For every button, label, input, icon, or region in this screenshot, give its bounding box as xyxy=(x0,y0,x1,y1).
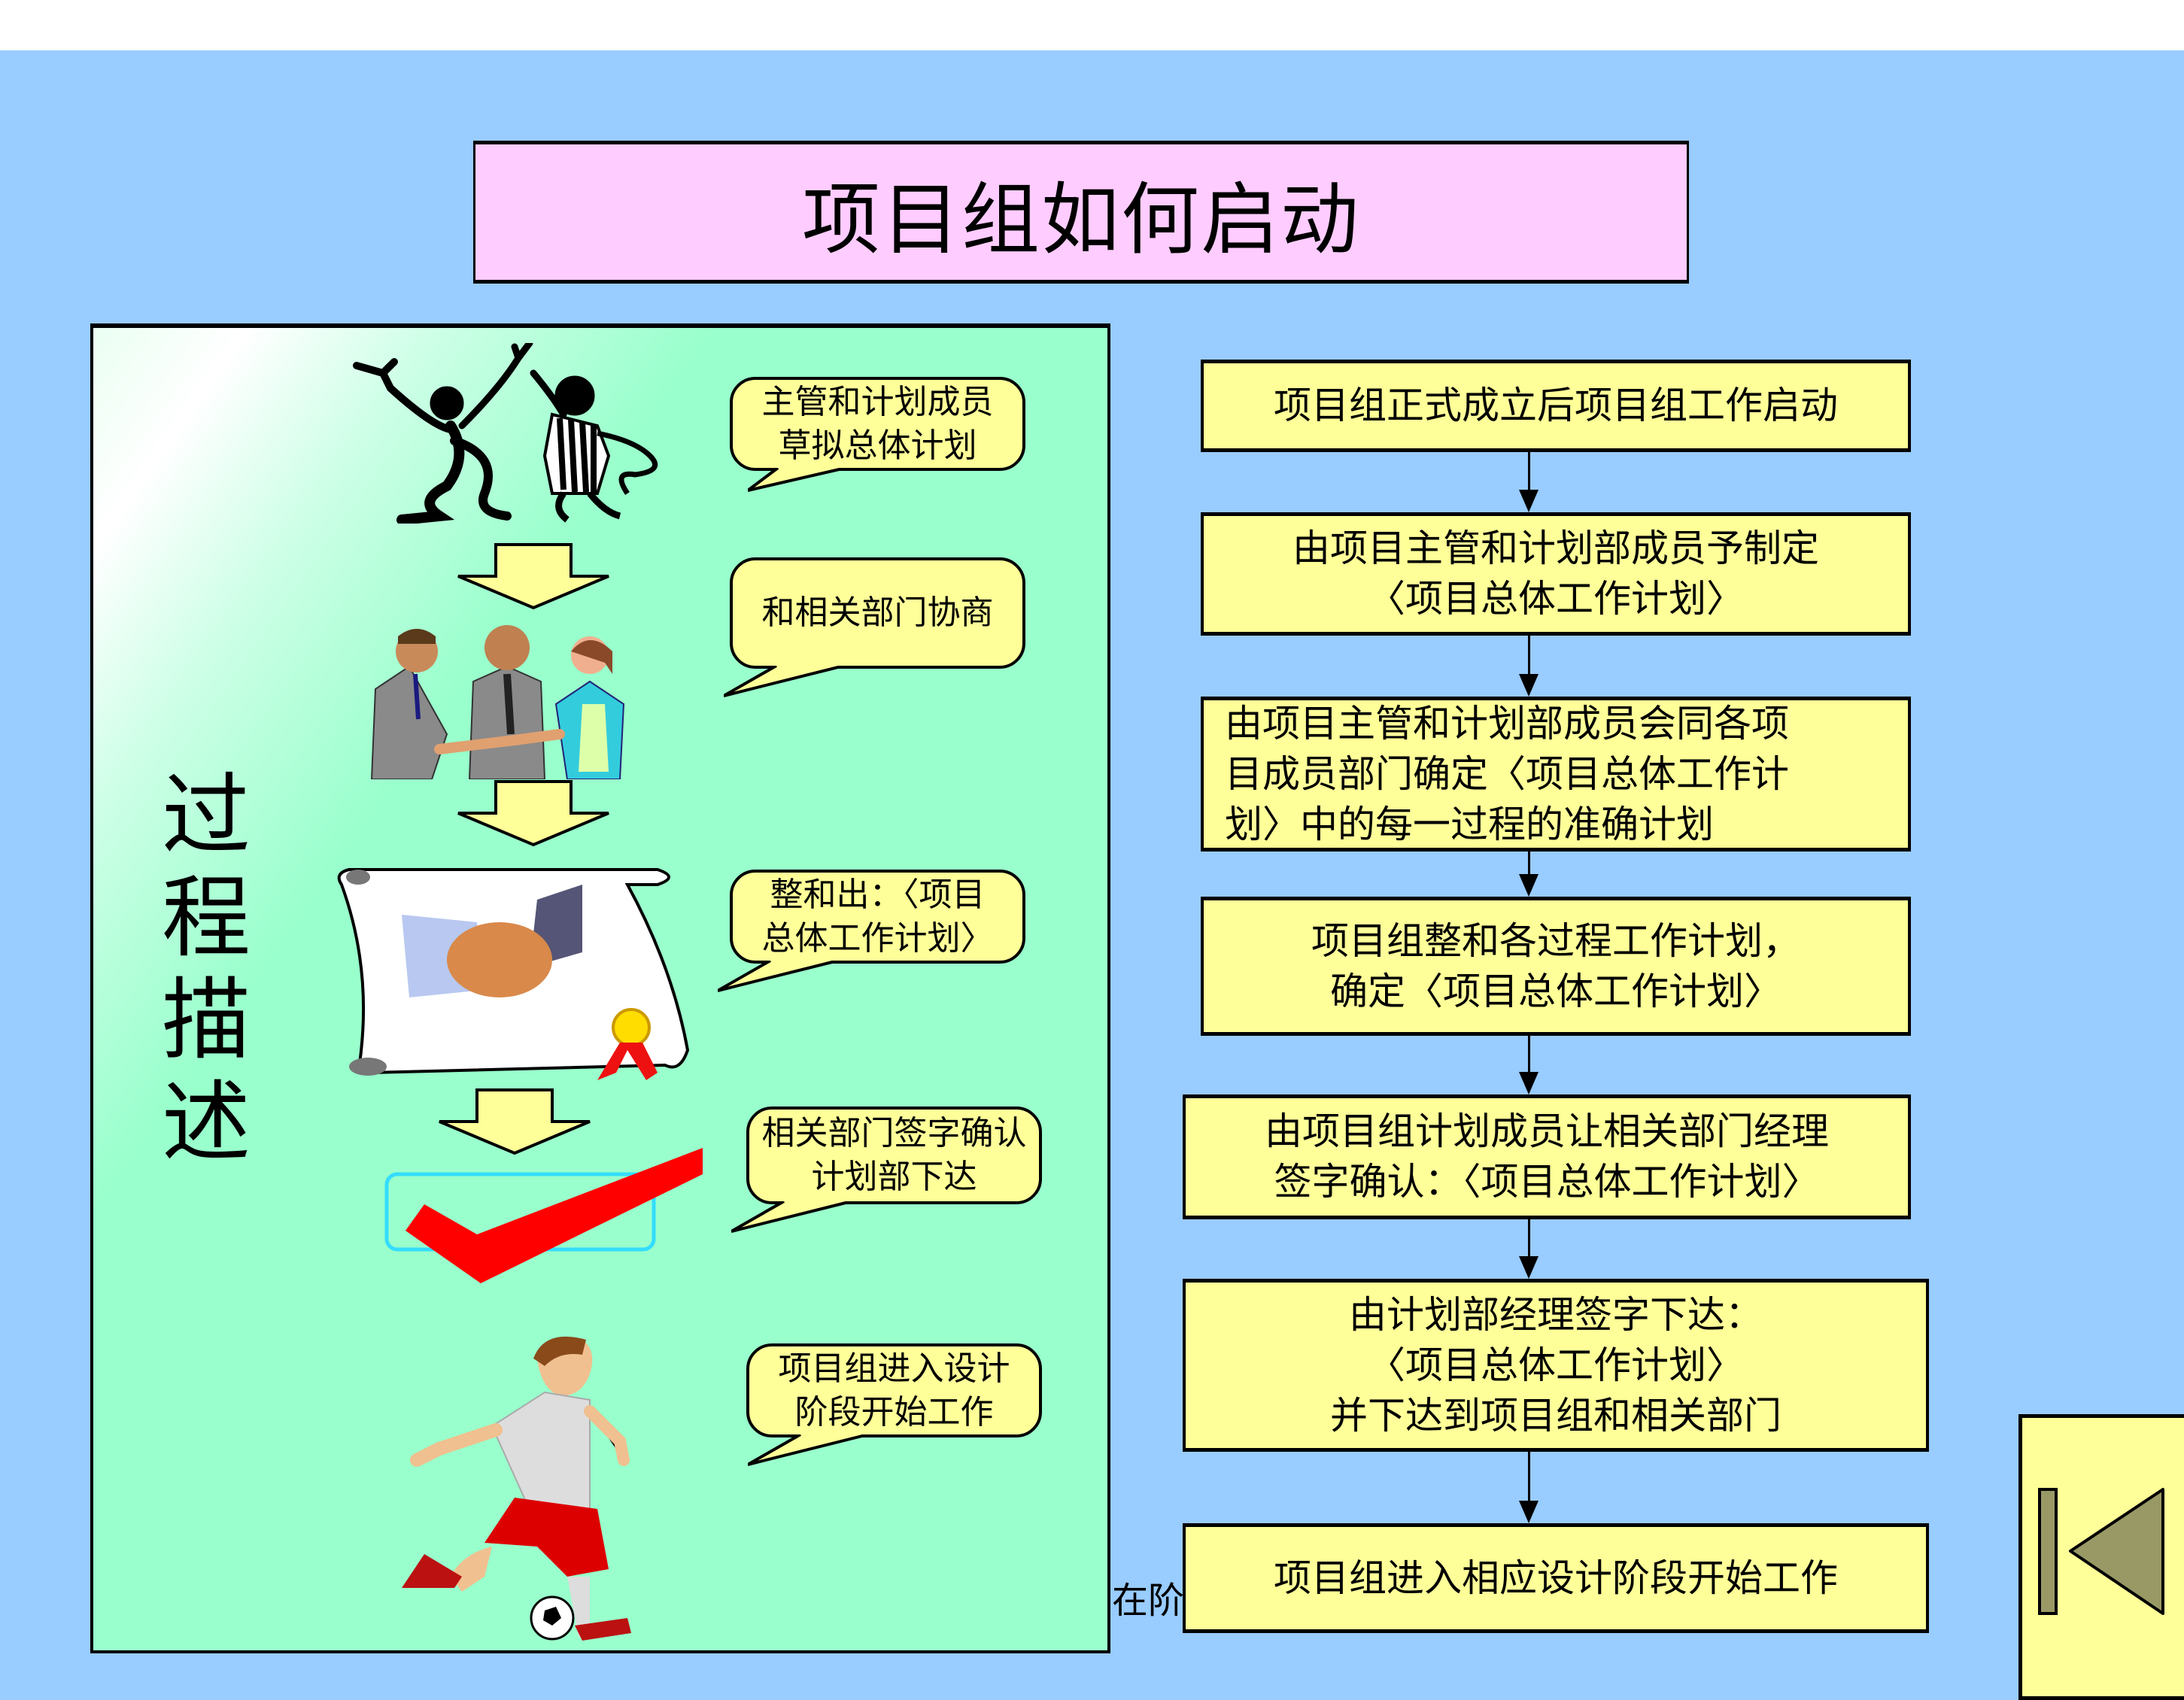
skip-to-first-icon xyxy=(2038,1488,2164,1615)
callout-tail xyxy=(731,1201,852,1233)
callout-step-3: 整和出：〈项目 总体工作计划〉 xyxy=(730,870,1025,964)
flow-connector xyxy=(1528,452,1530,491)
flow-step-text: 项目组进入相应设计阶段开始工作 xyxy=(1274,1556,1838,1600)
down-arrow-icon xyxy=(457,543,609,610)
flow-step-text: 由项目组计划成员让相关部门经理 签字确认：〈项目总体工作计划〉 xyxy=(1265,1110,1829,1204)
first-slide-button[interactable] xyxy=(2018,1414,2184,1700)
callout-tail xyxy=(748,468,846,492)
callout-text: 主管和计划成员 草拟总体计划 xyxy=(761,382,994,465)
arrow-down-icon xyxy=(1519,674,1539,697)
callout-tail xyxy=(724,666,845,697)
callout-step-2: 和相关部门协商 xyxy=(730,557,1025,669)
label-char: 述 xyxy=(161,1070,251,1174)
callout-step-5: 项目组进入设计 阶段开始工作 xyxy=(746,1343,1042,1437)
flow-connector xyxy=(1528,636,1530,675)
slide-title: 项目组如何启动 xyxy=(801,173,1360,266)
arrow-down-icon xyxy=(1519,1256,1539,1279)
flow-step-text: 由项目主管和计划部成员会同各项 目成员部门确定〈项目总体工作计 划〉中的每一过程… xyxy=(1225,701,1789,846)
slide-title-box: 项目组如何启动 xyxy=(473,141,1689,284)
flow-step-5: 由项目组计划成员让相关部门经理 签字确认：〈项目总体工作计划〉 xyxy=(1183,1094,1911,1219)
celebrating-figures-icon xyxy=(353,343,658,524)
label-char: 程 xyxy=(161,866,251,970)
down-arrow-icon xyxy=(457,780,609,847)
callout-text: 项目组进入设计 阶段开始工作 xyxy=(778,1349,1010,1431)
certificate-scroll-icon xyxy=(337,868,690,1080)
flow-step-1: 项目组正式成立后项目组工作启动 xyxy=(1201,360,1911,452)
flow-step-text: 项目组正式成立后项目组工作启动 xyxy=(1274,384,1838,427)
three-people-handshake-icon xyxy=(370,625,625,779)
flow-step-6: 由计划部经理签字下达： 〈项目总体工作计划〉 并下达到项目组和相关部门 xyxy=(1183,1279,1929,1452)
flow-connector xyxy=(1528,852,1530,876)
arrow-down-icon xyxy=(1519,490,1539,512)
label-char: 描 xyxy=(161,968,251,1072)
down-arrow-icon xyxy=(439,1088,591,1155)
flow-step-3: 由项目主管和计划部成员会同各项 目成员部门确定〈项目总体工作计 划〉中的每一过程… xyxy=(1201,697,1911,852)
callout-step-1: 主管和计划成员 草拟总体计划 xyxy=(730,377,1025,471)
flow-step-4: 项目组整和各过程工作计划， 确定〈项目总体工作计划〉 xyxy=(1201,897,1911,1036)
process-description-panel: 过 程 描 述 xyxy=(90,323,1110,1653)
callout-tail xyxy=(748,1434,869,1466)
callout-text: 和相关部门协商 xyxy=(761,593,994,632)
flow-step-text: 由计划部经理签字下达： 〈项目总体工作计划〉 并下达到项目组和相关部门 xyxy=(1330,1292,1782,1437)
flow-connector xyxy=(1528,1036,1530,1073)
flow-connector xyxy=(1528,1452,1530,1502)
flow-connector xyxy=(1528,1219,1530,1258)
clipped-text-fragment: 在阶 xyxy=(1112,1580,1185,1622)
flow-step-2: 由项目主管和计划部成员予制定 〈项目总体工作计划〉 xyxy=(1201,512,1911,636)
callout-text: 相关部门签字确认 计划部下达 xyxy=(761,1114,1027,1196)
soccer-player-icon xyxy=(402,1336,631,1641)
arrow-down-icon xyxy=(1519,874,1539,897)
callout-tail xyxy=(718,961,839,992)
callout-step-4: 相关部门签字确认 计划部下达 xyxy=(746,1107,1042,1204)
label-char: 过 xyxy=(161,763,251,867)
callout-text: 整和出：〈项目 总体工作计划〉 xyxy=(761,875,994,958)
arrow-down-icon xyxy=(1519,1501,1539,1523)
flow-step-text: 由项目主管和计划部成员予制定 〈项目总体工作计划〉 xyxy=(1292,527,1819,621)
flow-step-text: 项目组整和各过程工作计划， 确定〈项目总体工作计划〉 xyxy=(1311,918,1800,1013)
flow-step-7: 项目组进入相应设计阶段开始工作 xyxy=(1183,1523,1929,1633)
arrow-down-icon xyxy=(1519,1072,1539,1094)
process-description-label: 过 程 描 述 xyxy=(157,764,255,1173)
top-white-band xyxy=(0,0,2184,50)
red-checkmark-icon xyxy=(384,1148,703,1283)
